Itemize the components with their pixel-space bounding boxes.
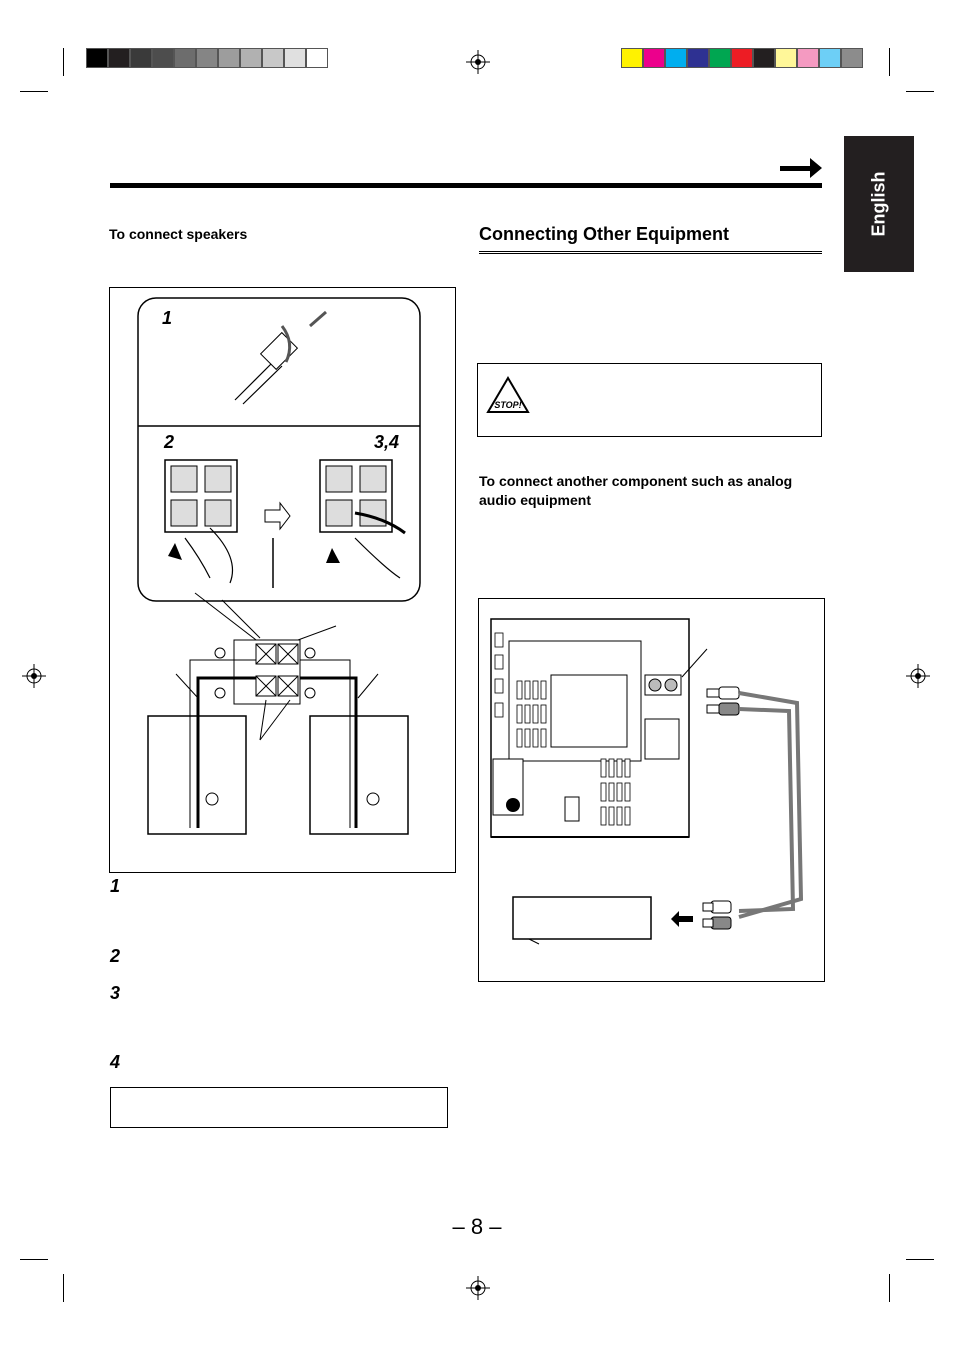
color-patch bbox=[643, 48, 665, 68]
crop-mark bbox=[20, 1259, 48, 1260]
note-box bbox=[110, 1087, 448, 1128]
figure-step-label: 3,4 bbox=[374, 432, 400, 452]
crop-mark bbox=[63, 1274, 64, 1302]
registration-mark-right bbox=[906, 664, 930, 688]
color-patch bbox=[687, 48, 709, 68]
crop-mark bbox=[889, 1274, 890, 1302]
svg-text:STOP!: STOP! bbox=[494, 400, 521, 410]
crop-mark bbox=[889, 48, 890, 76]
gray-patch bbox=[196, 48, 218, 68]
color-patch bbox=[731, 48, 753, 68]
color-patch bbox=[775, 48, 797, 68]
connect-component-subheading: To connect another component such as ana… bbox=[479, 473, 793, 508]
crop-mark bbox=[906, 1259, 934, 1260]
gray-patch bbox=[108, 48, 130, 68]
gray-patch bbox=[152, 48, 174, 68]
step-number: 4 bbox=[110, 1052, 121, 1072]
registration-mark-left bbox=[22, 664, 46, 688]
gray-patch bbox=[86, 48, 108, 68]
registration-mark-bottom bbox=[466, 1276, 490, 1300]
figure-step-label: 1 bbox=[162, 308, 173, 328]
gray-patch bbox=[262, 48, 284, 68]
speaker-connection-illustration bbox=[137, 297, 421, 835]
color-patch bbox=[621, 48, 643, 68]
step-number: 1 bbox=[110, 876, 121, 896]
continue-arrow-icon bbox=[780, 158, 822, 178]
step-number: 3 bbox=[110, 983, 121, 1003]
equipment-connection-illustration bbox=[490, 618, 804, 945]
color-patch bbox=[665, 48, 687, 68]
gray-patch bbox=[306, 48, 328, 68]
step-number: 2 bbox=[110, 946, 121, 966]
gray-patch bbox=[240, 48, 262, 68]
header-rule bbox=[110, 183, 822, 188]
speaker-connection-figure: 1 2 3,4 bbox=[109, 287, 456, 873]
color-patch bbox=[819, 48, 841, 68]
color-patch bbox=[797, 48, 819, 68]
crop-mark bbox=[20, 91, 48, 92]
stop-warning-icon: STOP! bbox=[486, 376, 530, 413]
crop-mark bbox=[63, 48, 64, 76]
page-number: – 8 – bbox=[452, 1214, 502, 1239]
color-patch bbox=[841, 48, 863, 68]
crop-mark bbox=[906, 91, 934, 92]
color-registration-bar bbox=[621, 48, 863, 68]
caution-box: STOP! bbox=[477, 363, 822, 437]
connect-speakers-heading: To connect speakers bbox=[109, 226, 248, 242]
gray-patch bbox=[218, 48, 240, 68]
color-patch bbox=[753, 48, 775, 68]
color-patch bbox=[709, 48, 731, 68]
gray-patch bbox=[284, 48, 306, 68]
gray-patch bbox=[174, 48, 196, 68]
gray-patch bbox=[130, 48, 152, 68]
section-title: Connecting Other Equipment bbox=[479, 224, 822, 254]
language-tab: English bbox=[844, 136, 914, 272]
figure-step-label: 2 bbox=[164, 432, 175, 452]
equipment-connection-figure bbox=[478, 598, 825, 982]
grayscale-registration-bar bbox=[86, 48, 328, 68]
registration-mark-top bbox=[466, 50, 490, 74]
